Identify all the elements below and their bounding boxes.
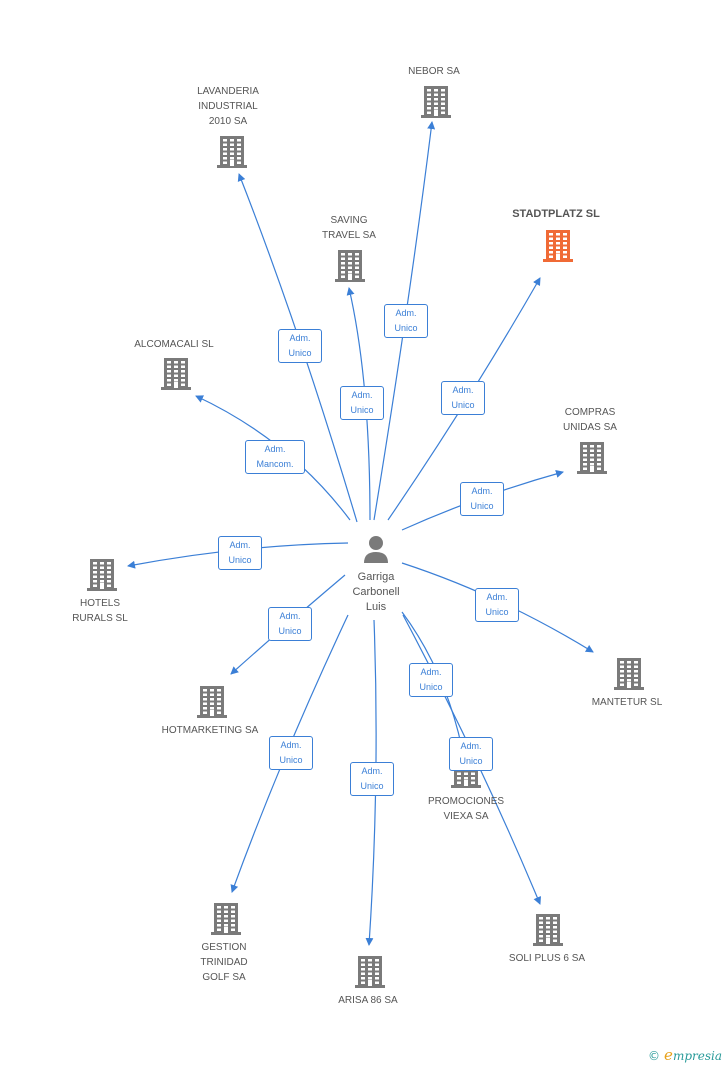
building-icon-arisa[interactable] <box>355 956 385 988</box>
role-label-mantetur[interactable]: Adm.Unico <box>475 588 519 622</box>
brand-footer: ©empresia <box>648 1046 722 1064</box>
company-label-arisa[interactable]: ARISA 86 SA <box>338 995 398 1006</box>
company-label-hotmarketing[interactable]: HOTMARKETING SA <box>161 725 259 736</box>
role-label-arisa[interactable]: Adm.Unico <box>350 762 394 796</box>
copyright-icon: © <box>648 1049 661 1063</box>
role-label-nebor[interactable]: Adm.Unico <box>384 304 428 338</box>
building-icon-mantetur[interactable] <box>614 658 644 690</box>
brand-initial: e <box>664 1046 673 1064</box>
role-label-compras[interactable]: Adm.Unico <box>460 482 504 516</box>
role-label-lavanderia[interactable]: Adm.Unico <box>278 329 322 363</box>
brand-name: mpresia <box>672 1049 722 1063</box>
role-label-stadtplatz[interactable]: Adm.Unico <box>441 381 485 415</box>
building-icon-stadtplatz[interactable] <box>543 230 573 262</box>
building-icon-gestion[interactable] <box>211 903 241 935</box>
role-label-alcomacali[interactable]: Adm.Mancom. <box>245 440 305 474</box>
role-label-gestion[interactable]: Adm.Unico <box>269 736 313 770</box>
building-icon-soli[interactable] <box>533 914 563 946</box>
company-label-stadtplatz[interactable]: STADTPLATZ SL <box>512 208 600 220</box>
company-label-nebor[interactable]: NEBOR SA <box>408 66 460 77</box>
building-icon-nebor[interactable] <box>421 86 451 118</box>
company-label-mantetur[interactable]: MANTETUR SL <box>591 697 663 708</box>
role-label-hotmarketing[interactable]: Adm.Unico <box>268 607 312 641</box>
role-label-saving[interactable]: Adm.Unico <box>340 386 384 420</box>
building-icon-hotmarketing[interactable] <box>197 686 227 718</box>
building-icon-saving[interactable] <box>335 250 365 282</box>
building-icon-compras[interactable] <box>577 442 607 474</box>
role-label-promociones[interactable]: Adm.Unico <box>409 663 453 697</box>
company-label-alcomacali[interactable]: ALCOMACALI SL <box>134 339 214 350</box>
role-label-soli[interactable]: Adm.Unico <box>449 737 493 771</box>
company-label-soli[interactable]: SOLI PLUS 6 SA <box>508 953 586 964</box>
building-icon-lavanderia[interactable] <box>217 136 247 168</box>
building-icon-hotels[interactable] <box>87 559 117 591</box>
building-icon-alcomacali[interactable] <box>161 358 191 390</box>
person-icon[interactable] <box>364 536 388 563</box>
role-label-hotels[interactable]: Adm.Unico <box>218 536 262 570</box>
